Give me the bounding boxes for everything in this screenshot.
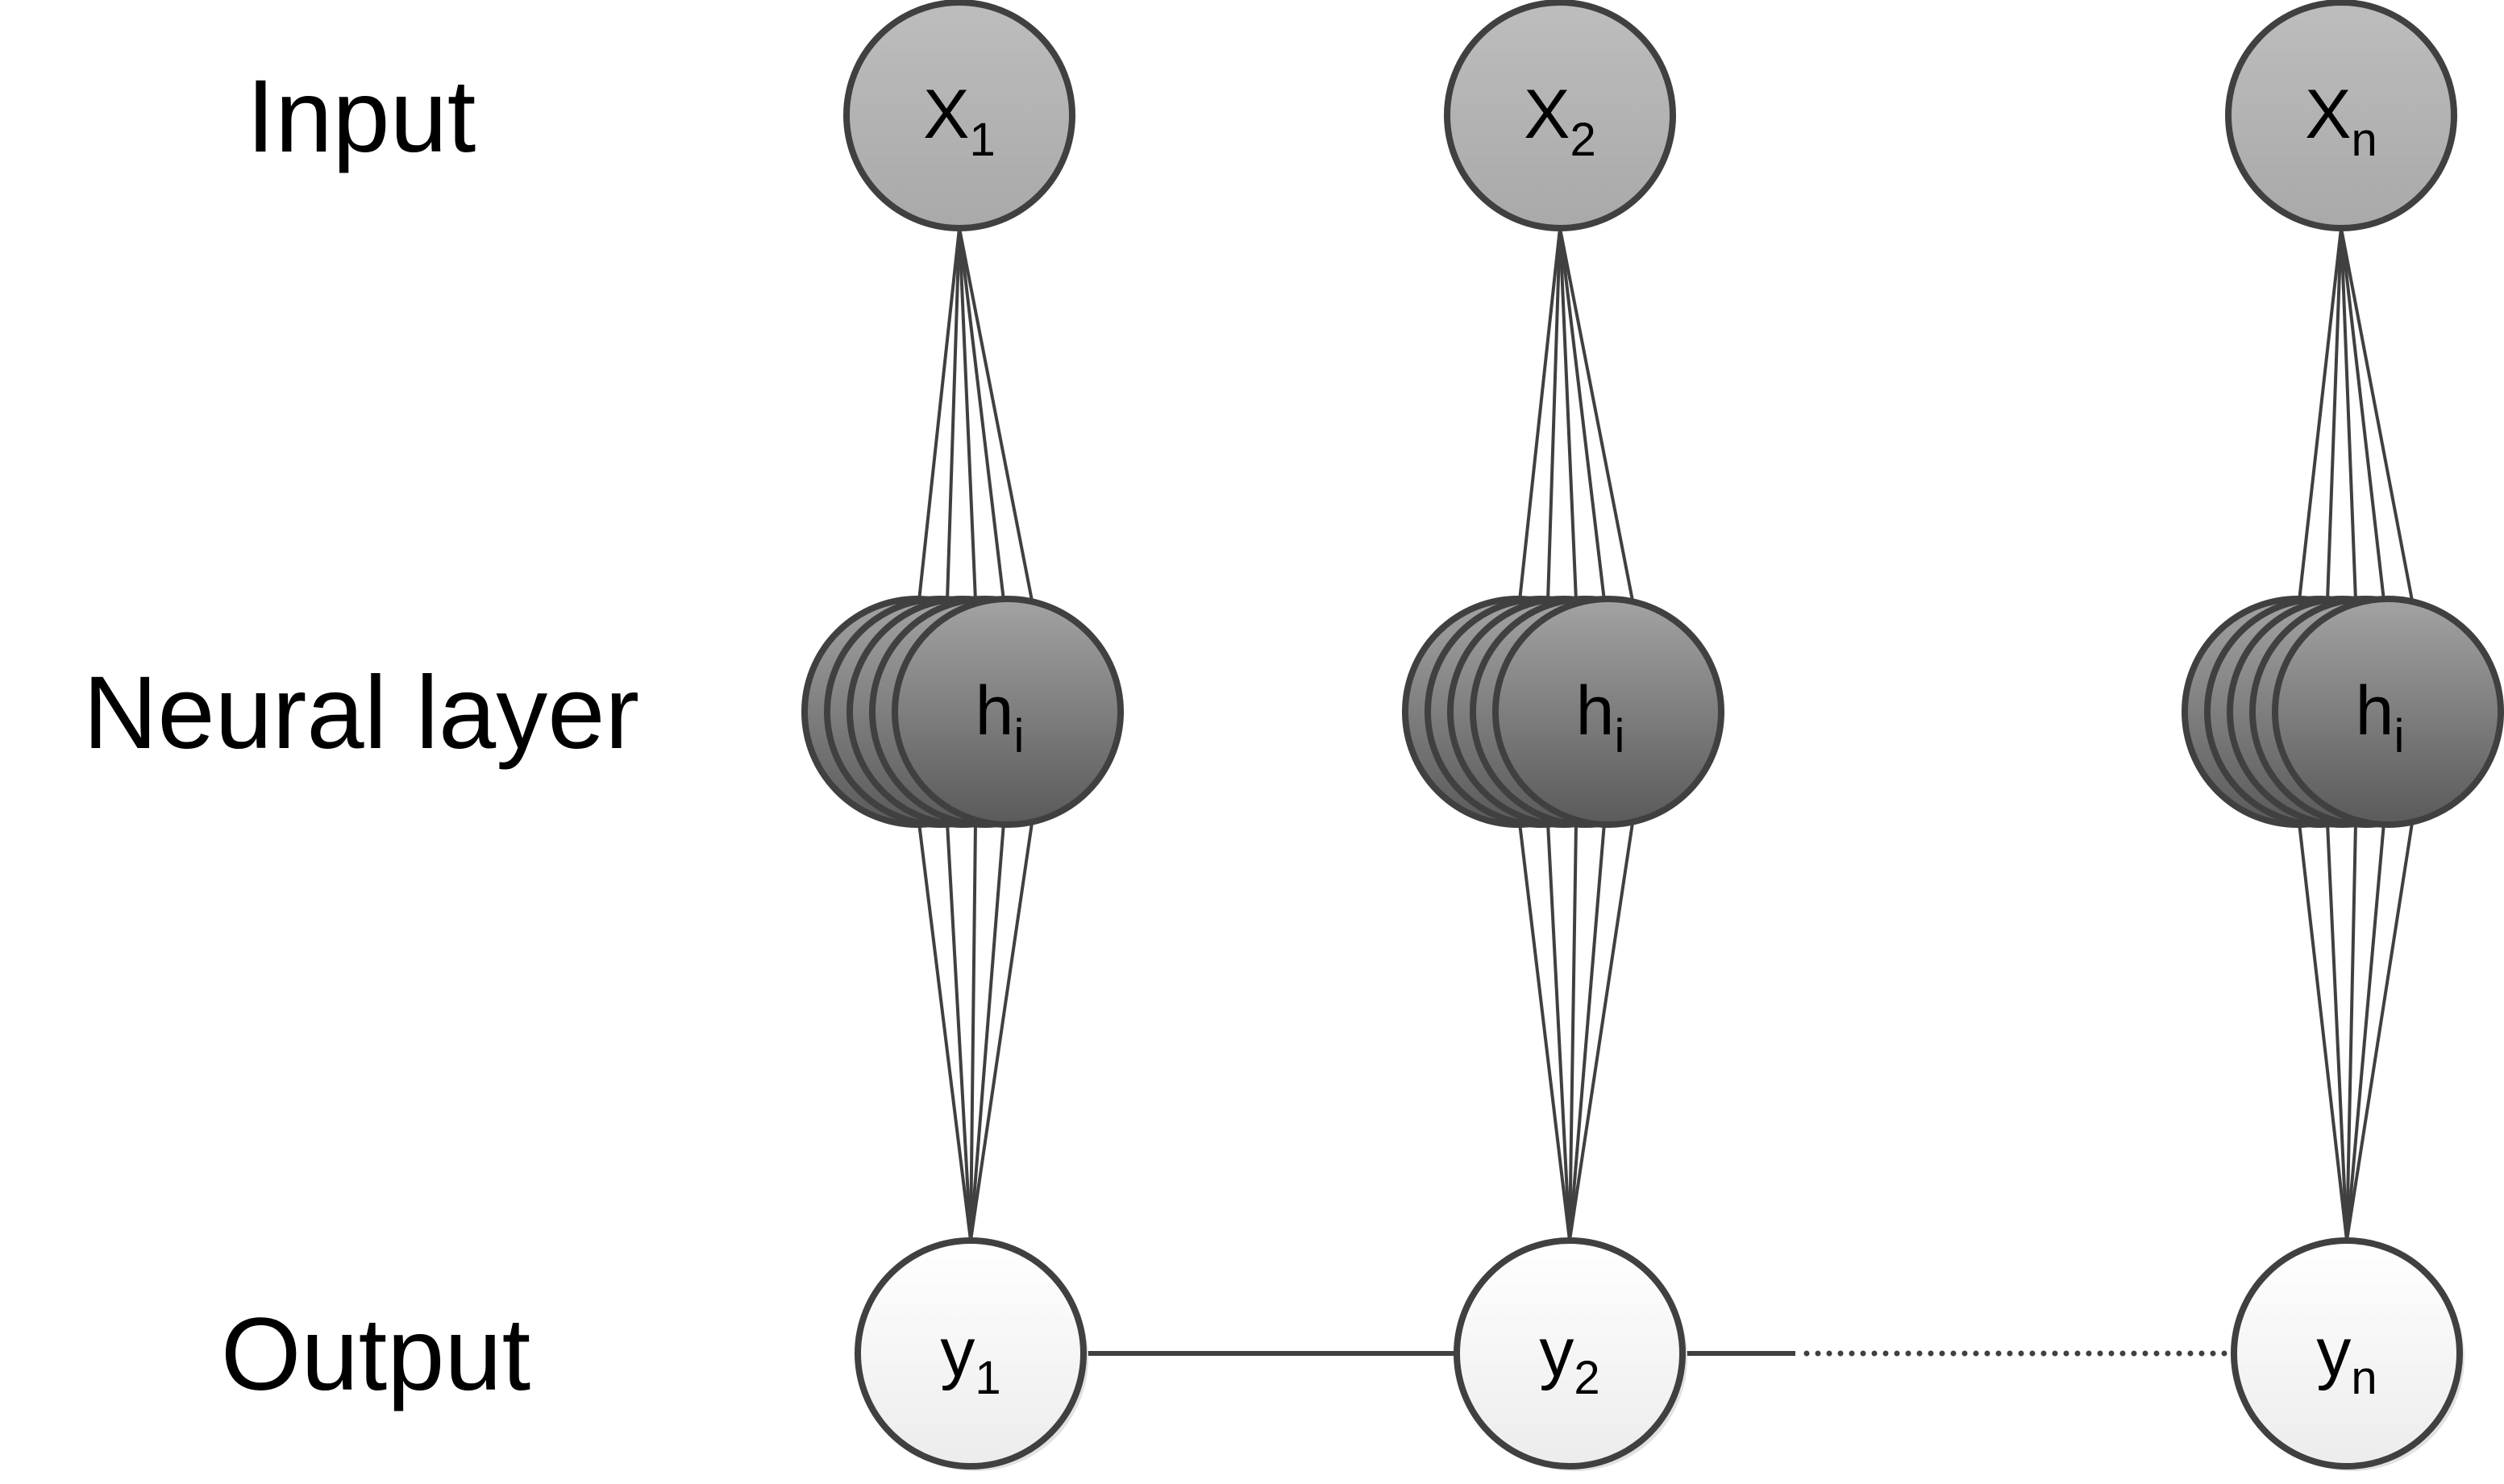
input-node-label-base: X bbox=[2305, 76, 2351, 153]
edge-input-to-hidden bbox=[2326, 227, 2343, 601]
hidden-unit-circle bbox=[892, 596, 1124, 828]
output-node-label-base: y bbox=[1539, 1314, 1574, 1391]
edge-hidden-to-output bbox=[1568, 822, 1578, 1241]
output-node-label: y1 bbox=[940, 1314, 1000, 1404]
input-node-label: X2 bbox=[1524, 76, 1596, 166]
edge-hidden-to-output bbox=[969, 822, 977, 1241]
input-node-label-base: X bbox=[923, 76, 969, 153]
input-node-label-subscript: 1 bbox=[970, 114, 996, 166]
hidden-unit-circle bbox=[2272, 596, 2504, 828]
input-node-1: X1 bbox=[843, 0, 1075, 231]
input-node-label: Xn bbox=[2305, 76, 2377, 166]
input-node-label-subscript: n bbox=[2352, 114, 2377, 166]
input-node-3: Xn bbox=[2225, 0, 2457, 231]
edge-hidden-to-output bbox=[946, 822, 972, 1241]
hidden-stack-3: hi bbox=[2182, 596, 2504, 828]
edge-input-to-hidden bbox=[958, 227, 1034, 601]
input-node-circle bbox=[843, 0, 1075, 231]
input-node-label: X1 bbox=[923, 76, 996, 166]
input-node-2: X2 bbox=[1444, 0, 1676, 231]
edge-hidden-to-output bbox=[2345, 822, 2414, 1241]
edge-hidden-to-output bbox=[1518, 822, 1571, 1241]
hidden-node-label-base: h bbox=[975, 672, 1014, 750]
output-node-label-subscript: n bbox=[2351, 1352, 2377, 1404]
output-node-label-subscript: 2 bbox=[1574, 1352, 1599, 1404]
hidden-node-label: hi bbox=[1576, 672, 1625, 763]
edge-input-to-hidden bbox=[2340, 227, 2385, 601]
edge-hidden-to-output bbox=[1568, 822, 1606, 1241]
row-label-neural-layer: Neural layer bbox=[83, 655, 639, 771]
output-node-label-base: y bbox=[940, 1314, 975, 1391]
hidden-node-label-subscript: i bbox=[2394, 710, 2404, 763]
output-node-label: yn bbox=[2316, 1314, 2377, 1404]
hidden-node-label: hi bbox=[975, 672, 1025, 763]
edge-hidden-to-output bbox=[917, 822, 972, 1241]
hidden-unit-circle bbox=[1492, 596, 1724, 828]
edge-hidden-to-output bbox=[969, 822, 1034, 1241]
edge-input-to-hidden bbox=[2340, 227, 2357, 601]
edge-hidden-to-output bbox=[2326, 822, 2348, 1241]
row-label-input: Input bbox=[247, 59, 476, 174]
output-node-1: y1 bbox=[855, 1237, 1088, 1471]
hidden-stack-2: hi bbox=[1402, 596, 1724, 828]
hidden-node-label: hi bbox=[2356, 672, 2405, 763]
output-node-2: y2 bbox=[1454, 1237, 1687, 1471]
input-node-label-base: X bbox=[1524, 76, 1570, 153]
edge-hidden-to-output bbox=[2345, 822, 2385, 1241]
edge-input-to-hidden bbox=[1558, 227, 1578, 601]
input-node-circle bbox=[2225, 0, 2457, 231]
hidden-stack-1: hi bbox=[801, 596, 1124, 828]
edge-hidden-to-output bbox=[969, 822, 1005, 1241]
input-node-label-subscript: 2 bbox=[1570, 114, 1596, 166]
edge-input-to-hidden bbox=[1518, 227, 1562, 601]
input-node-circle bbox=[1444, 0, 1676, 231]
edge-hidden-to-output bbox=[1546, 822, 1571, 1241]
output-node-label-subscript: 1 bbox=[975, 1352, 1000, 1404]
hidden-node-label-subscript: i bbox=[1614, 710, 1624, 763]
edge-input-to-hidden bbox=[917, 227, 961, 601]
output-node-circle bbox=[1454, 1237, 1686, 1469]
output-node-label: y2 bbox=[1539, 1314, 1599, 1404]
edge-input-to-hidden bbox=[958, 227, 1005, 601]
output-node-circle bbox=[855, 1237, 1087, 1469]
edge-input-to-hidden bbox=[2340, 227, 2414, 601]
row-label-output: Output bbox=[221, 1297, 530, 1412]
output-node-3: yn bbox=[2231, 1237, 2464, 1471]
hidden-node-label-base: h bbox=[2356, 672, 2394, 750]
edge-input-to-hidden bbox=[958, 227, 977, 601]
output-node-label-base: y bbox=[2316, 1314, 2351, 1391]
edge-input-to-hidden bbox=[1558, 227, 1634, 601]
edge-input-to-hidden bbox=[1546, 227, 1562, 601]
edge-input-to-hidden bbox=[946, 227, 961, 601]
hidden-node-label-base: h bbox=[1576, 672, 1615, 750]
edge-hidden-to-output bbox=[2298, 822, 2348, 1241]
edge-hidden-to-output bbox=[2345, 822, 2357, 1241]
output-node-circle bbox=[2231, 1237, 2463, 1469]
edge-input-to-hidden bbox=[1558, 227, 1606, 601]
edges-layer bbox=[917, 227, 2414, 1241]
edge-input-to-hidden bbox=[2298, 227, 2343, 601]
hidden-node-label-subscript: i bbox=[1013, 710, 1024, 763]
edge-hidden-to-output bbox=[1568, 822, 1634, 1241]
